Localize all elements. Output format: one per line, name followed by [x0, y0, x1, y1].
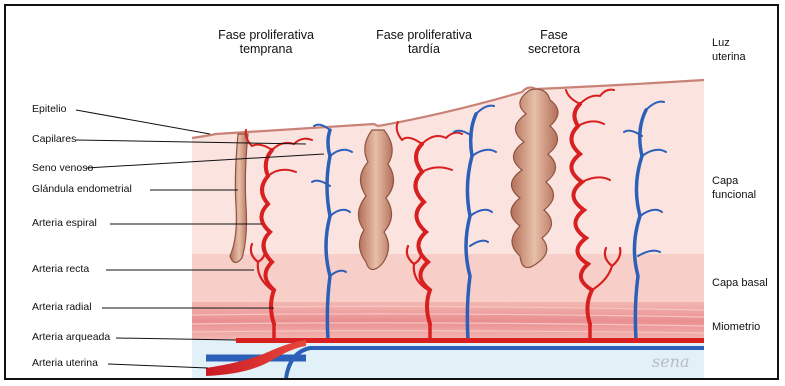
- label-radial-artery: Arteria radial: [32, 301, 92, 313]
- label-capillaries: Capilares: [32, 133, 76, 145]
- phase-early-proliferative: Fase proliferativa temprana: [206, 28, 326, 56]
- label-endometrial-gland: Glándula endometrial: [32, 183, 132, 195]
- zone-uterine-lumen: Luz uterina: [712, 36, 746, 64]
- phase-late-proliferative: Fase proliferativa tardía: [364, 28, 484, 56]
- arcuate-artery: [236, 338, 704, 343]
- phase-secretory: Fase secretora: [514, 28, 594, 56]
- label-epithelium: Epitelio: [32, 103, 66, 115]
- artist-signature: sena: [652, 352, 690, 371]
- zone-myometrium: Miometrio: [712, 320, 760, 334]
- figure-frame: Fase proliferativa temprana Fase prolife…: [4, 4, 779, 380]
- zone-functional-layer: Capa funcional: [712, 174, 756, 202]
- leader-epithelium: [76, 110, 210, 134]
- label-venous-sinus: Seno venoso: [32, 162, 93, 174]
- zone-basal-layer: Capa basal: [712, 276, 768, 290]
- label-uterine-artery: Arteria uterina: [32, 357, 98, 369]
- label-arcuate-artery: Arteria arqueada: [32, 331, 110, 343]
- label-spiral-artery: Arteria espiral: [32, 217, 97, 229]
- functional-layer: [192, 80, 704, 254]
- label-straight-artery: Arteria recta: [32, 263, 89, 275]
